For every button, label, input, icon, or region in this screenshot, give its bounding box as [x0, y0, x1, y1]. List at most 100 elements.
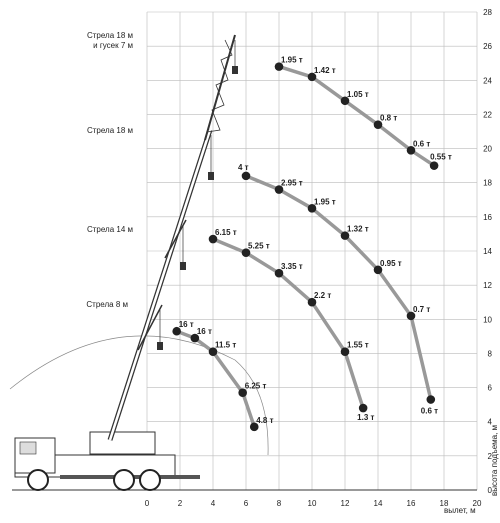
- x-tick-label-8: 16: [407, 499, 416, 508]
- hook-14: [180, 262, 186, 270]
- data-label-2-4: 0.95 т: [380, 259, 402, 268]
- x-tick-label-7: 14: [374, 499, 383, 508]
- data-label-2-5: 0.7 т: [413, 305, 430, 314]
- x-tick-label-6: 12: [341, 499, 350, 508]
- data-point-1-2: [274, 268, 284, 278]
- series-line-2: [245, 174, 433, 400]
- data-point-3-2: [340, 96, 350, 106]
- data-label-1-3: 2.2 т: [314, 291, 331, 300]
- y-tick-label-8: 16: [483, 213, 492, 222]
- y-tick-label-9: 18: [483, 179, 492, 188]
- data-label-0-2: 11.5 т: [215, 341, 236, 350]
- data-point-2-4: [373, 265, 383, 275]
- data-label-2-6: 0.6 т: [421, 407, 438, 416]
- data-label-1-1: 5.25 т: [248, 242, 270, 251]
- data-label-1-5: 1.3 т: [357, 413, 374, 422]
- data-point-2-1: [274, 185, 284, 194]
- x-tick-label-10: 20: [473, 499, 482, 508]
- data-point-3-5: [429, 161, 439, 170]
- data-point-1-4: [340, 347, 350, 357]
- x-tick-label-0: 0: [145, 499, 150, 508]
- data-point-1-1: [241, 248, 251, 258]
- y-tick-label-2: 4: [488, 418, 493, 427]
- y-axis-label: высота подъема, м: [490, 425, 499, 496]
- data-point-2-5: [406, 311, 416, 321]
- data-point-1-0: [208, 234, 218, 244]
- y-tick-label-10: 20: [483, 145, 492, 154]
- x-tick-label-3: 6: [244, 499, 249, 508]
- y-tick-label-13: 26: [483, 42, 492, 51]
- data-point-0-0: [172, 326, 181, 336]
- boom-label-3: Стрела 8 м: [86, 300, 128, 309]
- x-tick-label-5: 10: [308, 499, 317, 508]
- rear-wheel-1: [113, 469, 135, 491]
- y-tick-label-7: 14: [483, 247, 492, 256]
- data-label-2-0: 4 т: [238, 163, 249, 172]
- data-label-3-1: 1.42 т: [314, 66, 336, 75]
- x-axis-label: вылет, м: [444, 506, 476, 515]
- boom-label-2: Стрела 14 м: [87, 225, 133, 234]
- y-tick-label-6: 12: [483, 281, 492, 290]
- data-label-1-0: 6.15 т: [215, 228, 237, 237]
- boom-label-0: Стрела 18 м: [87, 31, 133, 40]
- hook-8: [157, 342, 163, 350]
- data-label-0-4: 4.8 т: [256, 416, 273, 425]
- y-tick-label-3: 6: [488, 384, 493, 393]
- cab-window: [19, 441, 37, 455]
- hook-18: [208, 172, 214, 180]
- data-point-3-3: [373, 120, 383, 129]
- data-point-2-0: [241, 171, 251, 181]
- data-label-3-0: 1.95 т: [281, 56, 303, 65]
- data-label-2-3: 1.32 т: [347, 225, 369, 234]
- y-tick-label-14: 28: [483, 8, 492, 17]
- data-point-1-3: [307, 297, 317, 307]
- data-point-2-6: [426, 395, 436, 404]
- data-point-2-2: [307, 204, 317, 213]
- data-label-2-1: 2.95 т: [281, 179, 303, 188]
- y-tick-label-1: 2: [488, 452, 493, 461]
- boom-section-14m: [164, 219, 187, 259]
- front-wheel: [27, 469, 49, 491]
- turntable: [89, 431, 156, 455]
- x-tick-label-4: 8: [277, 499, 282, 508]
- rear-wheel-2: [139, 469, 161, 491]
- data-label-1-4: 1.55 т: [347, 341, 369, 350]
- boom-label-0-line2: и гусек 7 м: [93, 41, 133, 50]
- x-tick-label-2: 4: [211, 499, 216, 508]
- jib-lattice: [206, 39, 233, 133]
- jib: [204, 34, 236, 141]
- data-label-2-2: 1.95 т: [314, 197, 336, 206]
- data-point-3-0: [274, 62, 284, 71]
- x-tick-label-9: 18: [440, 499, 449, 508]
- y-tick-label-4: 8: [488, 349, 493, 358]
- y-tick-label-11: 22: [483, 110, 492, 119]
- data-label-3-4: 0.6 т: [413, 139, 430, 148]
- crane-illustration: [9, 34, 269, 491]
- boom-section-8m: [137, 304, 163, 351]
- data-point-2-3: [340, 231, 350, 240]
- data-label-0-3: 6.25 т: [245, 382, 267, 391]
- grid: [12, 11, 478, 491]
- y-tick-label-0: 0: [488, 486, 493, 495]
- data-label-0-1: 16 т: [197, 327, 212, 336]
- boom-label-1: Стрела 18 м: [87, 126, 133, 135]
- data-label-3-2: 1.05 т: [347, 90, 369, 99]
- hook-jib: [232, 66, 238, 74]
- data-point-0-2: [208, 347, 218, 357]
- data-point-0-1: [190, 333, 200, 343]
- y-tick-label-5: 10: [483, 315, 492, 324]
- boom-inner: [108, 129, 212, 441]
- data-label-3-3: 0.8 т: [380, 114, 397, 123]
- series-line-1: [212, 237, 365, 409]
- x-tick-label-1: 2: [178, 499, 183, 508]
- data-point-0-3: [238, 388, 247, 397]
- series-line-3: [278, 64, 436, 168]
- data-point-3-1: [307, 72, 317, 82]
- data-point-3-4: [406, 145, 416, 155]
- data-label-0-0: 16 т: [179, 320, 194, 329]
- data-label-1-2: 3.35 т: [281, 262, 303, 271]
- data-point-1-5: [358, 403, 368, 413]
